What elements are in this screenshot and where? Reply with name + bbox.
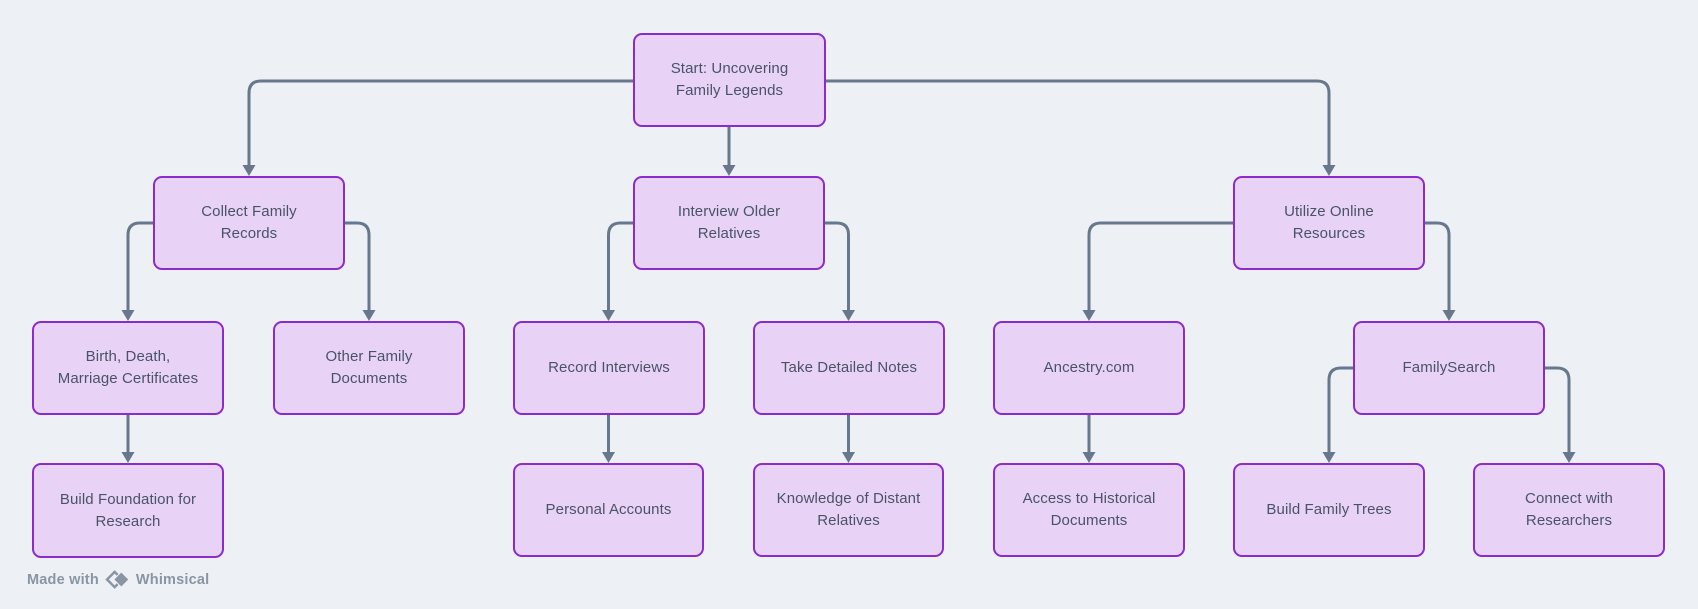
flow-node-label: Connect with Researchers [1525, 490, 1613, 529]
flow-node-label: Knowledge of Distant Relatives [776, 490, 921, 529]
flow-node-ancestry[interactable]: Ancestry.com [993, 321, 1185, 415]
arrowhead-icon [362, 310, 376, 321]
connector-start-to-utilize [826, 79, 1336, 176]
arrowhead-icon [1322, 165, 1336, 176]
arrowhead-icon [1082, 452, 1096, 463]
flow-node-interview[interactable]: Interview Older Relatives [633, 176, 825, 270]
flow-node-label: FamilySearch [1402, 359, 1496, 376]
flow-node-label: Interview Older Relatives [677, 203, 781, 242]
connector-interview-to-record [602, 221, 633, 321]
whimsical-brand-label: Whimsical [135, 571, 210, 588]
flow-node-label: Other Family Documents [325, 348, 413, 387]
flow-node-label: Record Interviews [548, 359, 670, 376]
flow-node-foundation[interactable]: Build Foundation for Research [32, 463, 224, 558]
connector-familysearch-to-connect [1545, 366, 1576, 463]
connector-record-to-personal [602, 415, 615, 463]
flow-node-label: Build Foundation for Research [59, 490, 197, 530]
arrowhead-icon [121, 310, 135, 321]
connector-start-to-collect [242, 79, 633, 176]
arrowhead-icon [1322, 452, 1336, 463]
arrowhead-icon [842, 310, 855, 321]
flow-node-label: Access to Historical Documents [1022, 490, 1156, 529]
flow-node-utilize[interactable]: Utilize Online Resources [1233, 176, 1425, 270]
connector-familysearch-to-trees [1322, 366, 1353, 463]
made-with-whimsical[interactable]: Made with Whimsical [27, 570, 209, 589]
arrowhead-icon [1082, 310, 1096, 321]
flow-node-label: Collect Family Records [201, 203, 297, 242]
flow-node-collect[interactable]: Collect Family Records [153, 176, 345, 270]
arrowhead-icon [1562, 452, 1576, 463]
made-with-label: Made with [27, 571, 99, 588]
connector-start-to-interview [722, 127, 736, 176]
flow-node-record[interactable]: Record Interviews [513, 321, 705, 415]
arrowhead-icon [842, 452, 855, 463]
arrowhead-icon [242, 165, 256, 176]
connector-collect-to-other [345, 221, 376, 321]
flow-node-access[interactable]: Access to Historical Documents [993, 463, 1185, 557]
flow-node-birth[interactable]: Birth, Death, Marriage Certificates [32, 321, 224, 415]
flow-node-familysearch[interactable]: FamilySearch [1353, 321, 1545, 415]
connector-birth-to-foundation [121, 415, 135, 463]
flow-node-label: Build Family Trees [1266, 501, 1392, 518]
connector-interview-to-notes [825, 221, 855, 321]
flow-node-label: Utilize Online Resources [1284, 203, 1374, 242]
arrowhead-icon [1442, 310, 1456, 321]
flow-node-notes[interactable]: Take Detailed Notes [753, 321, 945, 415]
connector-utilize-to-ancestry [1082, 221, 1233, 321]
arrowhead-icon [121, 452, 135, 463]
connector-collect-to-birth [121, 221, 153, 321]
arrowhead-icon [602, 452, 615, 463]
whimsical-diamond-icon [105, 570, 130, 589]
flow-node-personal[interactable]: Personal Accounts [513, 463, 704, 557]
flow-node-connect[interactable]: Connect with Researchers [1473, 463, 1665, 557]
flow-node-other[interactable]: Other Family Documents [273, 321, 465, 415]
connector-utilize-to-familysearch [1425, 221, 1456, 321]
flow-node-start[interactable]: Start: Uncovering Family Legends [633, 33, 826, 127]
flow-node-trees[interactable]: Build Family Trees [1233, 463, 1425, 557]
arrowhead-icon [602, 310, 615, 321]
flow-node-label: Birth, Death, Marriage Certificates [57, 348, 199, 387]
flow-node-label: Take Detailed Notes [780, 359, 918, 376]
flow-node-knowledge[interactable]: Knowledge of Distant Relatives [753, 463, 944, 557]
flow-node-label: Start: Uncovering Family Legends [670, 60, 789, 99]
flow-node-label: Ancestry.com [1043, 359, 1135, 376]
connector-ancestry-to-access [1082, 415, 1096, 463]
flow-node-label: Personal Accounts [545, 501, 672, 518]
connector-notes-to-knowledge [842, 415, 855, 463]
arrowhead-icon [722, 165, 736, 176]
